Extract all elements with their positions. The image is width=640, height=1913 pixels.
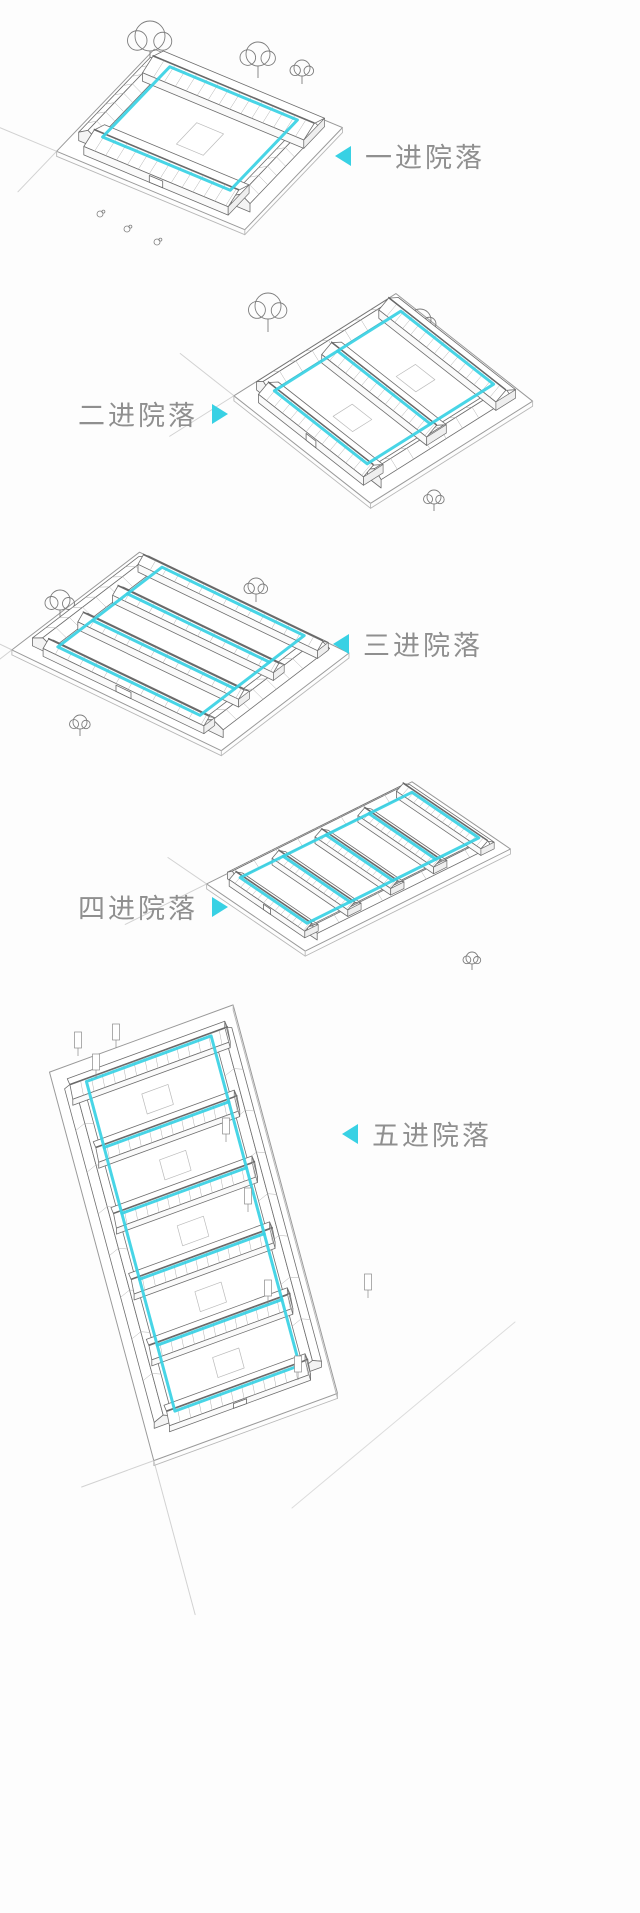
label-tag bbox=[222, 1117, 230, 1142]
caption-text: 二进院落 bbox=[78, 401, 198, 431]
drawing-four-courtyard bbox=[124, 781, 511, 970]
tree-sketch bbox=[44, 589, 75, 620]
label-tag bbox=[244, 1187, 252, 1212]
caption-text: 五进院落 bbox=[372, 1121, 492, 1151]
caption-five-courtyard: 五进院落 bbox=[342, 1114, 492, 1153]
tree-sketch bbox=[462, 951, 482, 970]
tree-sketch bbox=[248, 292, 288, 332]
caption-three-courtyard: 三进院落 bbox=[333, 624, 483, 663]
drawing-five-courtyard bbox=[49, 1004, 516, 1616]
arrow-right-icon bbox=[212, 896, 228, 917]
label-tag bbox=[294, 1355, 302, 1380]
tree-sketch bbox=[423, 489, 445, 511]
caption-text: 三进院落 bbox=[363, 631, 483, 661]
animal-sketch bbox=[96, 209, 106, 218]
caption-one-courtyard: 一进院落 bbox=[335, 136, 485, 175]
caption-four-courtyard: 四进院落 bbox=[78, 887, 228, 926]
arrow-right-icon bbox=[212, 403, 228, 424]
caption-two-courtyard: 二进院落 bbox=[78, 394, 228, 433]
caption-text: 四进院落 bbox=[78, 894, 198, 924]
arrow-left-icon bbox=[335, 145, 351, 166]
drawing-two-courtyard bbox=[169, 292, 534, 511]
animal-sketch bbox=[153, 237, 163, 246]
label-tag bbox=[364, 1273, 372, 1298]
drawing-one-courtyard bbox=[0, 20, 343, 246]
tree-sketch bbox=[69, 714, 91, 736]
arrow-left-icon bbox=[333, 633, 349, 654]
tree-sketch bbox=[239, 41, 276, 78]
label-tag bbox=[92, 1053, 100, 1078]
label-tag bbox=[264, 1279, 272, 1304]
tree-sketch bbox=[289, 59, 315, 84]
tree-sketch bbox=[243, 577, 269, 602]
label-tag bbox=[112, 1023, 120, 1048]
tree-sketch bbox=[127, 20, 173, 66]
animal-sketch bbox=[123, 224, 133, 233]
label-tag bbox=[74, 1031, 82, 1056]
arrow-left-icon bbox=[342, 1123, 358, 1144]
caption-text: 一进院落 bbox=[365, 143, 485, 173]
drawing-three-courtyard bbox=[0, 551, 350, 757]
